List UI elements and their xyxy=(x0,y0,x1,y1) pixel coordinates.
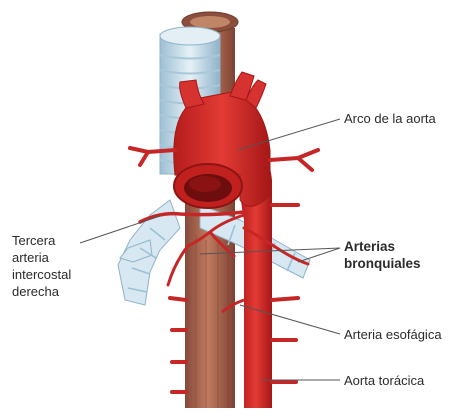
label-arco-aorta: Arco de la aorta xyxy=(344,110,436,127)
label-line: arteria xyxy=(12,249,71,266)
label-arteria-esofagica: Arteria esofágica xyxy=(344,326,442,343)
label-line: Tercera xyxy=(12,232,71,249)
label-arterias-bronquiales: Arterias bronquiales xyxy=(344,238,421,272)
label-tercera-arteria-intercostal: Tercera arteria intercostal derecha xyxy=(12,232,71,300)
leader-bronquiales-2 xyxy=(298,248,340,262)
label-line: Arterias xyxy=(344,238,421,255)
label-line: intercostal xyxy=(12,266,71,283)
label-line: bronquiales xyxy=(344,255,421,272)
label-aorta-toracica: Aorta torácica xyxy=(344,372,424,389)
label-line: derecha xyxy=(12,283,71,300)
